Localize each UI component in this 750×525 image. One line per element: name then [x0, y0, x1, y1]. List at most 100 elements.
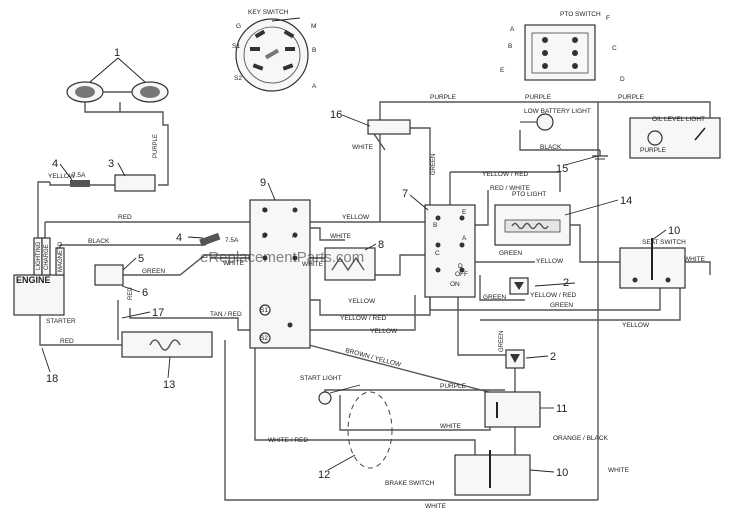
pto-terminal-f-label: F [606, 15, 610, 22]
key-terminal-s2 [252, 63, 264, 71]
callout-number: 2 [550, 351, 556, 363]
callout-number: 2 [563, 277, 569, 289]
leader-5 [122, 257, 137, 271]
start-light [318, 391, 393, 469]
fuse-4-mid [199, 232, 221, 247]
wire-label-purple-mid: PURPLE [525, 94, 552, 101]
fuse-4-top [70, 180, 90, 187]
wire-label-purple-oil: PURPLE [640, 147, 667, 154]
wire-green-5 [120, 254, 250, 276]
block-7-pin [435, 267, 441, 273]
diode-2-upper [509, 277, 529, 295]
wire-red-18 [39, 315, 125, 346]
callout-number: 4 [176, 232, 182, 244]
callout-number: 15 [556, 163, 568, 175]
key-terminal-g-label: G [236, 23, 241, 30]
seat-switch-10 [619, 238, 686, 289]
callout-number: 3 [108, 158, 114, 170]
leader-1-right [117, 57, 146, 83]
block-7-pin [459, 242, 465, 248]
key-switch-ring [243, 26, 301, 84]
wire-label-white-9: WHITE [223, 260, 245, 267]
wire-label-white-start: WHITE [440, 423, 462, 430]
callout-number: 16 [330, 109, 342, 121]
pto-switch-body [524, 24, 596, 81]
block-7-body [424, 204, 476, 298]
wire-label-red-white: RED / WHITE [490, 185, 531, 192]
wire-label-yellow-9b: YELLOW [370, 328, 398, 335]
pto-terminal-d-label: D [620, 76, 625, 83]
wire-green-bottom [429, 285, 661, 311]
oil-switch-blade [694, 127, 706, 141]
block-7-pin [435, 242, 441, 248]
fuse-label-top: 7.5A [72, 172, 86, 179]
leader-15 [564, 155, 599, 166]
headlights [66, 57, 169, 103]
wire-label-green: GREEN [142, 268, 165, 275]
key-terminal-g [254, 29, 266, 39]
leader-14 [564, 199, 619, 216]
callout-number: 6 [142, 287, 148, 299]
wire-label-green-14: GREEN [499, 250, 522, 257]
start-light-label: START LIGHT [300, 375, 342, 382]
leader-8 [364, 243, 377, 251]
wire-label-white-8b: WHITE [302, 261, 324, 268]
block-7-pin [459, 267, 465, 273]
lighting-label: LIGHTING [36, 241, 42, 270]
key-switch [235, 18, 309, 92]
wire-black [60, 237, 213, 246]
callout-ellipse-12 [347, 391, 393, 469]
pto-pin-a [542, 37, 548, 43]
oil-lamp [647, 130, 663, 146]
pto-switch-inner [531, 32, 589, 74]
engine-label: ENGINE [16, 275, 51, 285]
wire-label-yellow-bottom: YELLOW [622, 322, 650, 329]
leader-3 [117, 162, 126, 177]
wire-label-red-17: RED [128, 287, 134, 300]
brake-switch-body [454, 454, 531, 496]
module-9-body [249, 199, 311, 349]
wire-pto-seat [570, 224, 625, 263]
wire-white-start [339, 395, 491, 431]
callout-number: 13 [163, 379, 175, 391]
wire-label-orange-black: ORANGE / BLACK [553, 435, 609, 442]
start-lamp [318, 391, 332, 405]
wire-label-red-top: RED [118, 214, 132, 221]
wire-white-seat [680, 261, 711, 275]
module-9-pin [262, 255, 268, 261]
module-9-s2 [259, 332, 271, 344]
leader-16 [341, 114, 371, 127]
key-terminal-b [285, 47, 295, 51]
callout-number: 5 [138, 253, 144, 265]
seat-switch-label: SEAT SWITCH [642, 239, 686, 246]
wire-label-green-diode: GREEN [499, 331, 505, 352]
wire-black-battery [519, 130, 600, 151]
leader-4b [187, 236, 204, 239]
block9-terminal: S2 [260, 335, 268, 342]
leader-10a [651, 229, 667, 241]
callout-number: 7 [402, 188, 408, 200]
breaker-body [121, 331, 213, 358]
wire-label-white-red: WHITE / RED [268, 437, 308, 444]
pto-pin-d [572, 63, 578, 69]
leader-1-left [89, 57, 119, 83]
connector-3 [114, 174, 156, 192]
battery-lamp [536, 113, 554, 131]
wire-label-yellow-red-9: YELLOW / RED [340, 315, 387, 322]
wire-label-white-8a: WHITE [330, 233, 352, 240]
pto-light-lamp [504, 219, 561, 233]
pto-pin-f [572, 37, 578, 43]
wire-white-red [254, 345, 476, 455]
leader-13 [167, 356, 171, 379]
wire-purple-start [324, 389, 505, 395]
callout-number: 17 [152, 307, 164, 319]
wire-label-green-bottom: GREEN [550, 302, 573, 309]
wire-label-purple-start: PURPLE [440, 383, 467, 390]
key-terminal-m-label: M [311, 23, 316, 30]
wire-yellow-red-top [450, 171, 561, 192]
module-9-pin [292, 207, 298, 213]
brake-switch-10 [454, 450, 531, 496]
key-terminal-s2-label: S2 [234, 75, 242, 82]
leader-10b [529, 469, 555, 473]
